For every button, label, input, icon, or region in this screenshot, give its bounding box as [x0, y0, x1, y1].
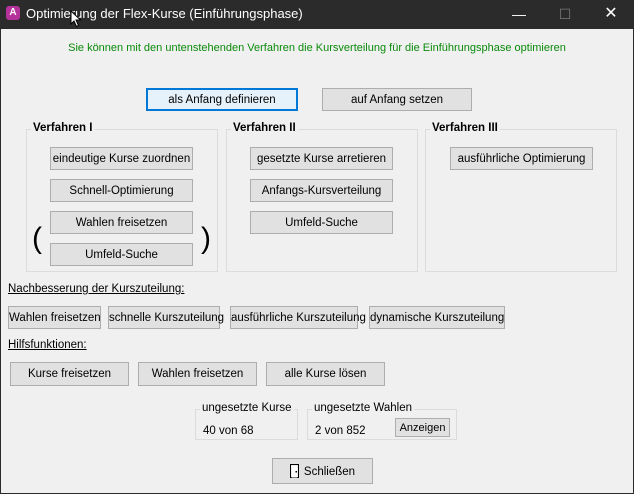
show-unset-choices-button[interactable]: Anzeigen: [395, 418, 450, 437]
verfahren-2-group: Verfahren II: [226, 122, 418, 272]
fix-release-choices-button[interactable]: Wahlen freisetzen: [8, 306, 101, 329]
unset-choices-box: ungesetzte Wahlen 2 von 852: [307, 402, 457, 440]
lock-set-courses-button[interactable]: gesetzte Kurse arretieren: [250, 147, 393, 170]
close-window-button[interactable]: ✕: [604, 5, 618, 22]
mouse-cursor-icon: [70, 10, 82, 28]
window-title: Optimierung der Flex-Kurse (Einführungsp…: [26, 6, 303, 21]
detailed-optimization-button[interactable]: ausführliche Optimierung: [450, 147, 593, 170]
dialog-content: Sie können mit den untenstehenden Verfah…: [1, 29, 633, 493]
reset-start-button[interactable]: auf Anfang setzen: [322, 88, 472, 111]
title-bar: A Optimierung der Flex-Kurse (Einführung…: [0, 0, 634, 28]
quick-assignment-button[interactable]: schnelle Kurszuteilung: [108, 306, 224, 329]
verfahren-3-group: Verfahren III: [425, 122, 617, 272]
quick-optimization-button[interactable]: Schnell-Optimierung: [50, 179, 193, 202]
left-parenthesis: (: [32, 222, 42, 255]
initial-course-distribution-button[interactable]: Anfangs-Kursverteilung: [250, 179, 393, 202]
nachbesserung-label: Nachbesserung der Kurszuteilung:: [8, 283, 185, 295]
unset-courses-value: 40 von 68: [203, 425, 254, 437]
neighborhood-search-button-2[interactable]: Umfeld-Suche: [250, 211, 393, 234]
close-button-label: Schließen: [303, 466, 356, 478]
hilfsfunktionen-label: Hilfsfunktionen:: [8, 339, 87, 351]
info-text: Sie können mit den untenstehenden Verfah…: [68, 42, 566, 54]
app-icon[interactable]: A: [6, 6, 20, 20]
maximize-button[interactable]: ☐: [558, 6, 572, 22]
release-courses-button[interactable]: Kurse freisetzen: [10, 362, 129, 386]
neighborhood-search-button-1[interactable]: Umfeld-Suche: [50, 243, 193, 266]
define-start-button[interactable]: als Anfang definieren: [146, 88, 298, 111]
release-choices-button[interactable]: Wahlen freisetzen: [50, 211, 193, 234]
door-icon: [289, 464, 299, 478]
verfahren-1-title: Verfahren I: [31, 122, 95, 134]
minimize-button[interactable]: —: [512, 6, 526, 22]
unlock-all-courses-button[interactable]: alle Kurse lösen: [266, 362, 385, 386]
assign-unique-courses-button[interactable]: eindeutige Kurse zuordnen: [50, 147, 193, 170]
verfahren-3-title: Verfahren III: [430, 122, 500, 134]
unset-choices-label: ungesetzte Wahlen: [312, 402, 415, 414]
dynamic-assignment-button[interactable]: dynamische Kurszuteilung: [369, 306, 505, 329]
unset-courses-box: ungesetzte Kurse 40 von 68: [195, 402, 298, 440]
close-button[interactable]: Schließen: [272, 458, 373, 484]
unset-choices-value: 2 von 852: [315, 425, 366, 437]
helper-release-choices-button[interactable]: Wahlen freisetzen: [138, 362, 257, 386]
right-parenthesis: ): [201, 222, 211, 255]
verfahren-2-title: Verfahren II: [231, 122, 298, 134]
unset-courses-label: ungesetzte Kurse: [200, 402, 294, 414]
verfahren-1-group: Verfahren I: [26, 122, 218, 272]
detailed-assignment-button[interactable]: ausführliche Kurszuteilung: [230, 306, 366, 329]
